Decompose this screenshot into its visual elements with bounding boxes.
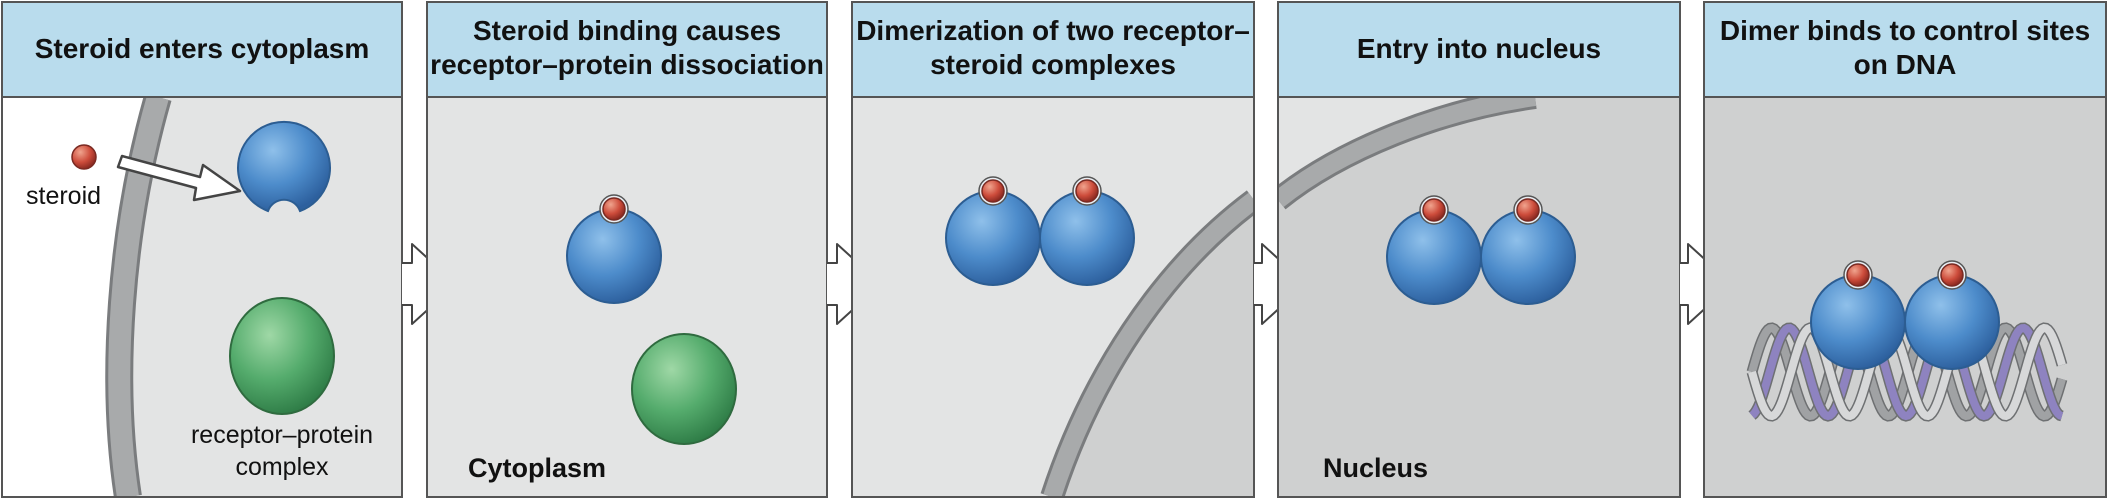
panel-3-title-line2: steroid complexes [930,49,1176,80]
panel-2-title-line1: Steroid binding causes [473,15,781,46]
associated-protein [229,297,335,415]
complex-label-line2: complex [235,453,329,481]
panel-1: Steroid enters cytoplasm steroid recepto… [1,1,403,498]
nucleus-region [1052,200,1254,497]
nuclear-steroid-left [1422,198,1446,222]
panel-3: Dimerization of two receptor– steroid co… [851,1,1255,498]
cell-membrane [108,97,169,497]
complex-label-line1: receptor–protein [191,421,373,449]
panel-4: Entry into nucleus Nucleus [1277,1,1681,498]
dna-double-helix [1746,322,2068,422]
dna-strand-front [1748,323,2066,421]
nuclear-steroid-right [1516,198,1540,222]
released-protein [631,333,737,445]
panel-5: Dimer binds to control sites on DNA [1703,1,2107,498]
dna-steroid-left [1846,263,1870,287]
cytoplasm-corner [1278,97,1535,200]
nuclear-envelope-continued [1278,97,1537,208]
panel-5-title-line1: Dimer binds to control sites [1720,15,2090,46]
panel-5-title-line2: on DNA [1854,49,1957,80]
dna-steroid-right [1940,263,1964,287]
bound-steroid [602,197,626,221]
nucleus-label: Nucleus [1323,453,1428,483]
steroid-label: steroid [26,182,101,210]
panel-2-title-line2: receptor–protein dissociation [430,49,824,80]
receptor-with-binding-site [237,120,331,213]
panel-2: Steroid binding causes receptor–protein … [426,1,828,498]
panel-4-header [1277,1,1681,98]
cytoplasm-label: Cytoplasm [468,453,606,483]
panel-4-title: Entry into nucleus [1357,33,1601,64]
panel-3-title-line1: Dimerization of two receptor– [856,15,1250,46]
panel-3-header [851,1,1255,98]
panel-5-body [1704,97,2106,497]
panel-1-title: Steroid enters cytoplasm [35,33,370,64]
steroid-molecule [71,144,97,170]
entry-arrow [116,154,242,202]
steroid-left [981,179,1005,203]
dna-strand-middle [1749,324,2064,421]
steroid-right [1075,179,1099,203]
nuclear-envelope [1043,192,1254,497]
